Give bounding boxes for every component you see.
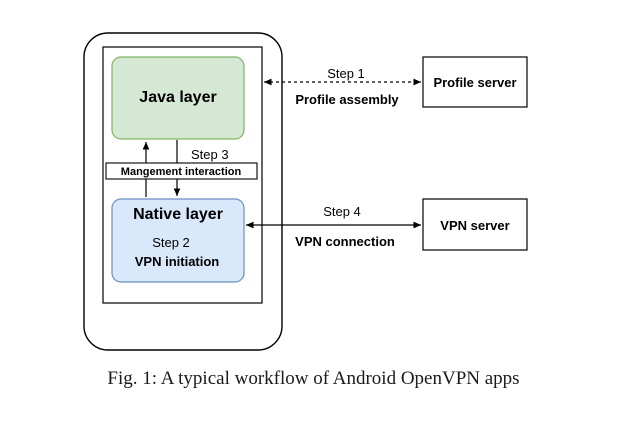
java-layer-label: Java layer xyxy=(139,89,216,106)
vpn-initiation-label: VPN initiation xyxy=(135,254,220,269)
native-layer-label: Native layer xyxy=(133,206,223,223)
step-1-label: Step 1 xyxy=(327,66,365,81)
vpn-server-box xyxy=(422,198,528,251)
figure-caption: Fig. 1: A typical workflow of Android Op… xyxy=(107,368,520,389)
step-4-label: Step 4 xyxy=(323,204,361,219)
management-interaction-label: Mangement interaction xyxy=(121,166,242,178)
native-layer-box xyxy=(111,198,245,283)
step-3-label: Step 3 xyxy=(191,147,229,162)
profile-assembly-label: Profile assembly xyxy=(295,92,399,107)
vpn-server-label: VPN server xyxy=(440,218,509,233)
vpn-connection-label: VPN connection xyxy=(295,234,395,249)
profile-server-label: Profile server xyxy=(433,75,516,90)
profile-server-box xyxy=(422,56,528,108)
java-layer-box xyxy=(111,56,245,140)
management-interaction-box xyxy=(105,162,258,180)
step-2-label: Step 2 xyxy=(152,235,190,250)
